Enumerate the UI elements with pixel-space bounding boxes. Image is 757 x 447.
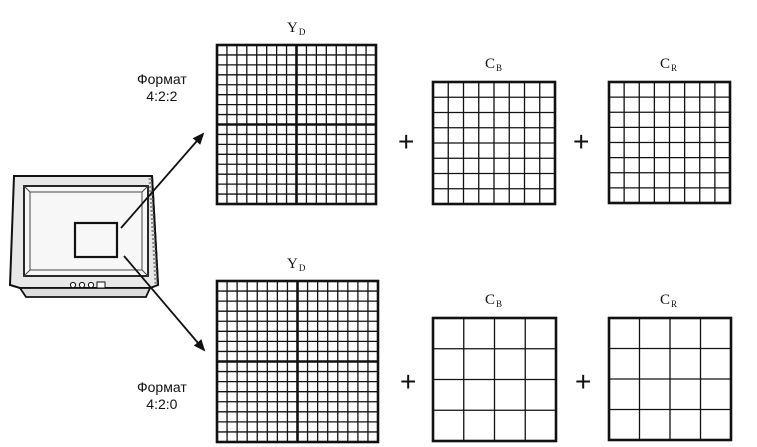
cb-grid-422 (431, 80, 557, 206)
grid-border (607, 80, 732, 205)
format-label-line: Формат (137, 379, 187, 395)
component-name: C (660, 292, 671, 308)
component-name: C (660, 56, 671, 72)
yd-grid-422 (215, 43, 378, 206)
arrow-to-420 (123, 255, 206, 352)
yd-grid-420 (215, 279, 380, 444)
format-label-ratio: 4:2:2 (146, 88, 178, 104)
plus-sign: + (573, 126, 590, 157)
arrow-to-422 (120, 132, 205, 229)
grid-border (431, 316, 558, 443)
grid-border (215, 43, 378, 206)
plus-sign: + (400, 366, 417, 397)
screen-block-highlight (73, 221, 119, 259)
plus-sign: + (575, 366, 592, 397)
grid-border (215, 279, 380, 444)
component-subscript: D (298, 27, 306, 37)
cr-grid-420 (607, 316, 733, 442)
component-subscript: D (298, 263, 306, 273)
component-subscript: B (496, 299, 503, 309)
component-name: Y (287, 20, 298, 36)
component-subscript: B (496, 63, 503, 73)
format-label-422: Формат 4:2:2 (137, 71, 187, 105)
format-label-420: Формат 4:2:0 (137, 379, 187, 413)
component-name: Y (287, 256, 298, 272)
component-subscript: R (671, 299, 678, 309)
component-subscript: R (671, 63, 678, 73)
cr-label-top: CR (660, 56, 677, 73)
cr-label-bottom: CR (660, 292, 677, 309)
format-label-ratio: 4:2:0 (146, 396, 178, 412)
format-label-line: Формат (137, 71, 187, 87)
cb-label-top: CB (485, 56, 502, 73)
component-name: C (485, 292, 496, 308)
cr-grid-422 (607, 80, 732, 205)
yd-label-bottom: YD (287, 256, 305, 273)
yd-label-top: YD (287, 20, 305, 37)
component-name: C (485, 56, 496, 72)
monitor-icon (8, 175, 160, 298)
grid-border (607, 316, 733, 442)
plus-sign: + (398, 126, 415, 157)
cb-grid-420 (431, 316, 558, 443)
grid-border (431, 80, 557, 206)
cb-label-bottom: CB (485, 292, 502, 309)
